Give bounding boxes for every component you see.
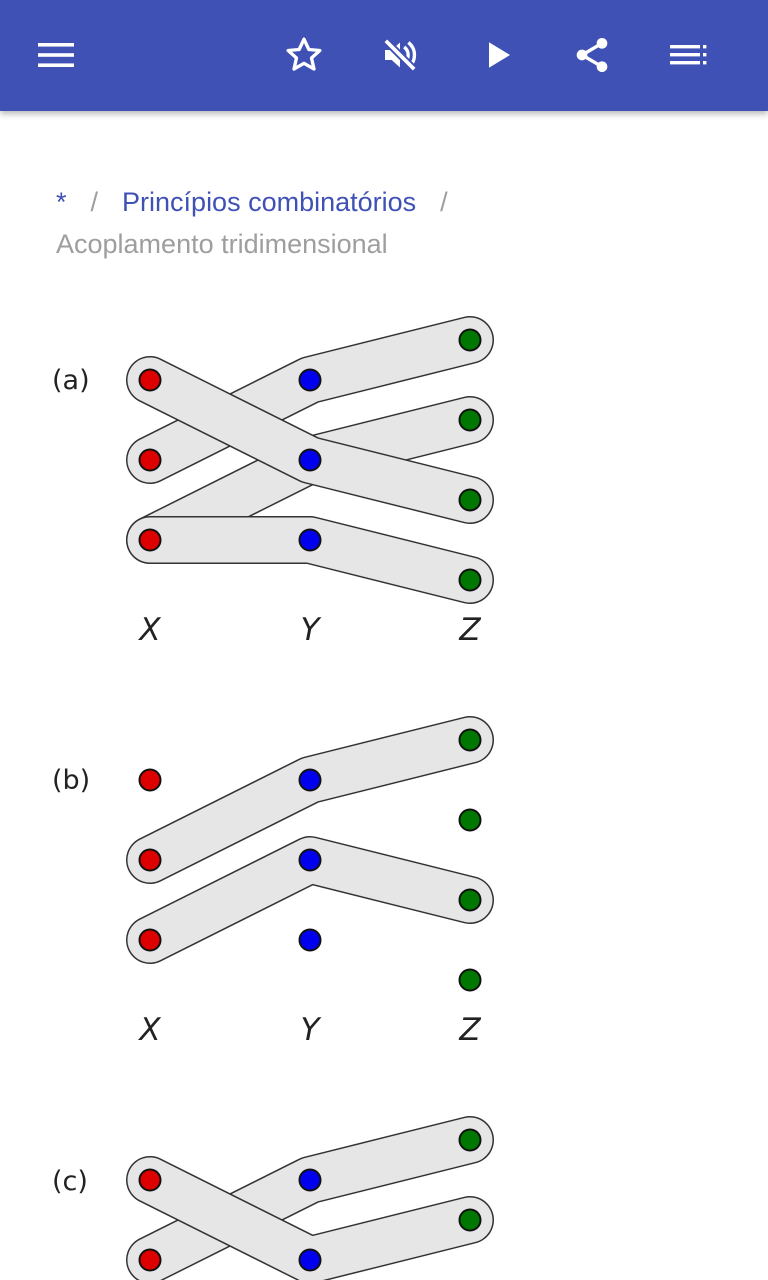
star-outline-icon (284, 35, 324, 75)
play-icon (480, 37, 516, 73)
figure-panel-b: (b) X Y Z (52, 716, 494, 1048)
panel-label: (b) (52, 765, 90, 796)
contents-button[interactable] (664, 31, 712, 79)
menu-icon (37, 40, 75, 70)
breadcrumb-separator: / (440, 187, 448, 217)
share-button[interactable] (568, 31, 616, 79)
breadcrumb-home-link[interactable]: * (56, 187, 67, 217)
axis-label-x: X (137, 612, 161, 648)
article-content: * / Princípios combinatórios / Acoplamento … (0, 111, 768, 1280)
axis-label-y: Y (301, 612, 322, 648)
share-icon (572, 35, 612, 75)
play-button[interactable] (474, 31, 522, 79)
figure-panel-a: (a) X Y Z (52, 316, 494, 648)
panel-label: (c) (52, 1166, 88, 1197)
axis-label-z: Z (458, 612, 481, 648)
favorite-button[interactable] (280, 31, 328, 79)
axis-label-y: Y (301, 1012, 322, 1048)
volume-off-icon (380, 35, 420, 75)
axis-label-x: X (137, 1012, 161, 1048)
axis-label-z: Z (458, 1012, 481, 1048)
breadcrumb-current: Acoplamento tridimensional (56, 229, 388, 259)
breadcrumb: * / Princípios combinatórios / Acoplamento … (56, 181, 716, 265)
breadcrumb-parent-link[interactable]: Princípios combinatórios (122, 187, 417, 217)
figure-panel-c: (c) (52, 1116, 494, 1280)
app-toolbar (0, 0, 768, 111)
panel-label: (a) (52, 365, 90, 396)
breadcrumb-separator: / (90, 187, 99, 217)
sound-toggle-button[interactable] (376, 31, 424, 79)
matching-figure: (a) X Y Z (52, 316, 494, 1280)
list-icon (668, 40, 708, 70)
menu-button[interactable] (32, 31, 80, 79)
